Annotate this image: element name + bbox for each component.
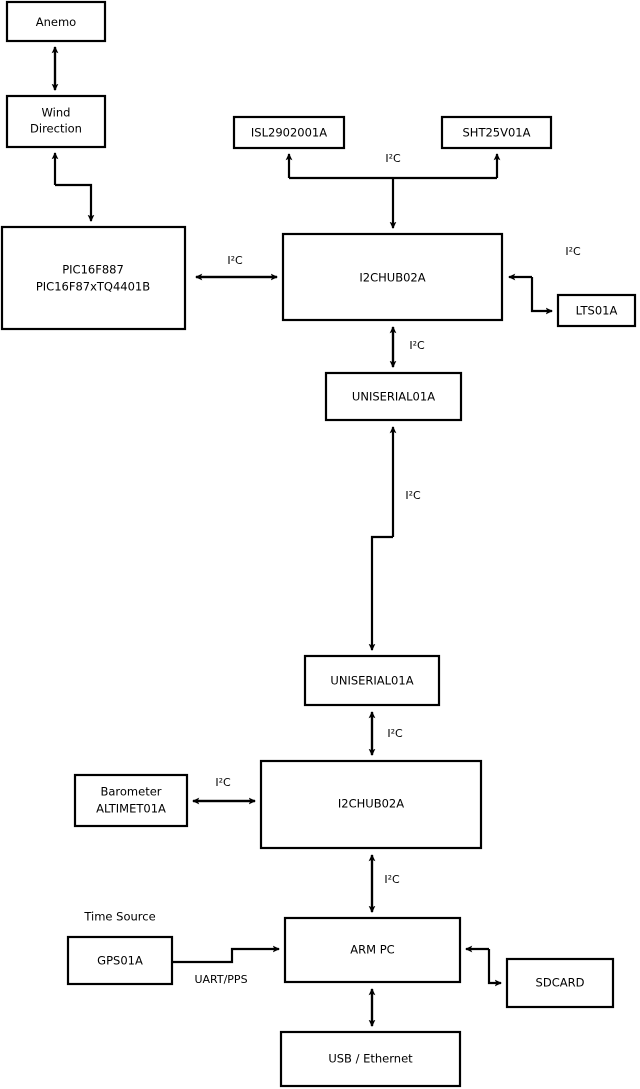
node-label-pic-line2: PIC16F87xTQ4401B <box>36 280 150 294</box>
edge-hub-lts <box>530 277 553 315</box>
node-anemo[interactable]: Anemo <box>5 0 107 43</box>
node-label-gps: GPS01A <box>97 954 143 968</box>
node-label-isl: ISL2902001A <box>251 126 327 140</box>
node-uniserial01a-lower[interactable]: UNISERIAL01A <box>303 654 441 707</box>
edge-labels: I²C I²C I²C I²C I²C I²C I²C I²C UART/PPS <box>194 152 581 986</box>
connectors <box>51 46 553 1027</box>
edge-label-barometer-hubbot: I²C <box>215 776 231 789</box>
node-label-armpc: ARM PC <box>350 943 394 957</box>
edge-gps-armpc <box>172 945 280 964</box>
node-label-pic-line1: PIC16F887 <box>62 263 124 277</box>
node-sdcard[interactable]: SDCARD <box>505 957 615 1009</box>
node-label-sdcard: SDCARD <box>536 976 585 990</box>
node-label-uniserial-lower: UNISERIAL01A <box>330 674 413 688</box>
free-labels: Time Source <box>83 910 155 924</box>
node-label-sht: SHT25V01A <box>463 126 531 140</box>
node-label-hub-top: I2CHUB02A <box>359 271 425 285</box>
edge-label-pic-hub: I²C <box>227 254 243 267</box>
edge-wind-pic-jog <box>55 183 95 222</box>
edge-label-uniserial-link: I²C <box>405 489 421 502</box>
node-label-lts: LTS01A <box>576 304 618 318</box>
node-lts01a[interactable]: LTS01A <box>556 293 637 328</box>
node-label-wind-line1: Wind <box>42 106 71 120</box>
node-i2chub02a-top[interactable]: I2CHUB02A <box>281 232 504 322</box>
node-label-anemo: Anemo <box>36 15 76 29</box>
edge-label-hubbot-armpc: I²C <box>384 873 400 886</box>
node-sht25v01a[interactable]: SHT25V01A <box>440 115 553 150</box>
node-i2chub02a-bottom[interactable]: I2CHUB02A <box>259 759 483 850</box>
node-wind-direction[interactable]: Wind Direction <box>5 94 107 149</box>
node-label-uniserial-upper: UNISERIAL01A <box>352 390 435 404</box>
node-label-hub-bottom: I2CHUB02A <box>338 797 404 811</box>
label-time-source: Time Source <box>83 910 155 924</box>
node-barometer[interactable]: Barometer ALTIMET01A <box>73 773 189 828</box>
node-label-usb: USB / Ethernet <box>328 1052 413 1066</box>
edge-uniserial-link <box>368 535 393 651</box>
node-label-wind-line2: Direction <box>30 122 82 136</box>
node-uniserial01a-upper[interactable]: UNISERIAL01A <box>324 371 463 422</box>
node-pic[interactable]: PIC16F887 PIC16F87xTQ4401B <box>0 225 187 331</box>
node-gps01a[interactable]: GPS01A <box>66 935 174 986</box>
node-isl2902001a[interactable]: ISL2902001A <box>232 115 346 150</box>
edge-label-hub-bus: I²C <box>385 152 401 165</box>
node-arm-pc[interactable]: ARM PC <box>283 916 462 984</box>
node-usb-ethernet[interactable]: USB / Ethernet <box>279 1030 462 1088</box>
node-label-barometer-line1: Barometer <box>100 785 161 799</box>
edge-label-gps-armpc: UART/PPS <box>194 973 247 986</box>
edge-armpc-sdcard <box>487 949 502 987</box>
node-label-barometer-line2: ALTIMET01A <box>96 802 166 816</box>
edge-label-uniserial2-hubbot: I²C <box>387 727 403 740</box>
edge-label-hub-lts: I²C <box>565 245 581 258</box>
edge-label-hub-uniserial1: I²C <box>409 339 425 352</box>
